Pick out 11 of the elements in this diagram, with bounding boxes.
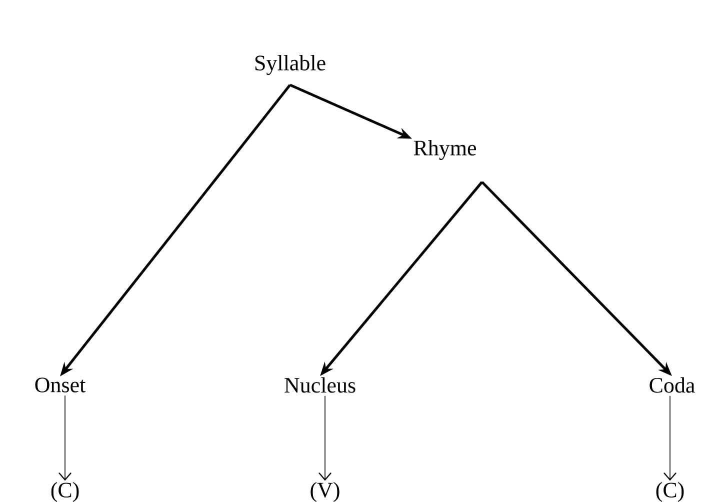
arrow: [318, 396, 332, 481]
arrow: [664, 396, 676, 481]
node-label: (V): [310, 482, 340, 502]
node-label: Syllable: [255, 54, 326, 75]
node-label: Coda: [650, 377, 695, 393]
arrow: [58, 395, 72, 481]
node-label: (C): [656, 482, 684, 502]
node-label: Rhyme: [414, 140, 476, 160]
node-label: Onset: [35, 378, 86, 392]
node-label: (C): [51, 482, 79, 502]
node-label: Nucleus: [284, 377, 356, 393]
